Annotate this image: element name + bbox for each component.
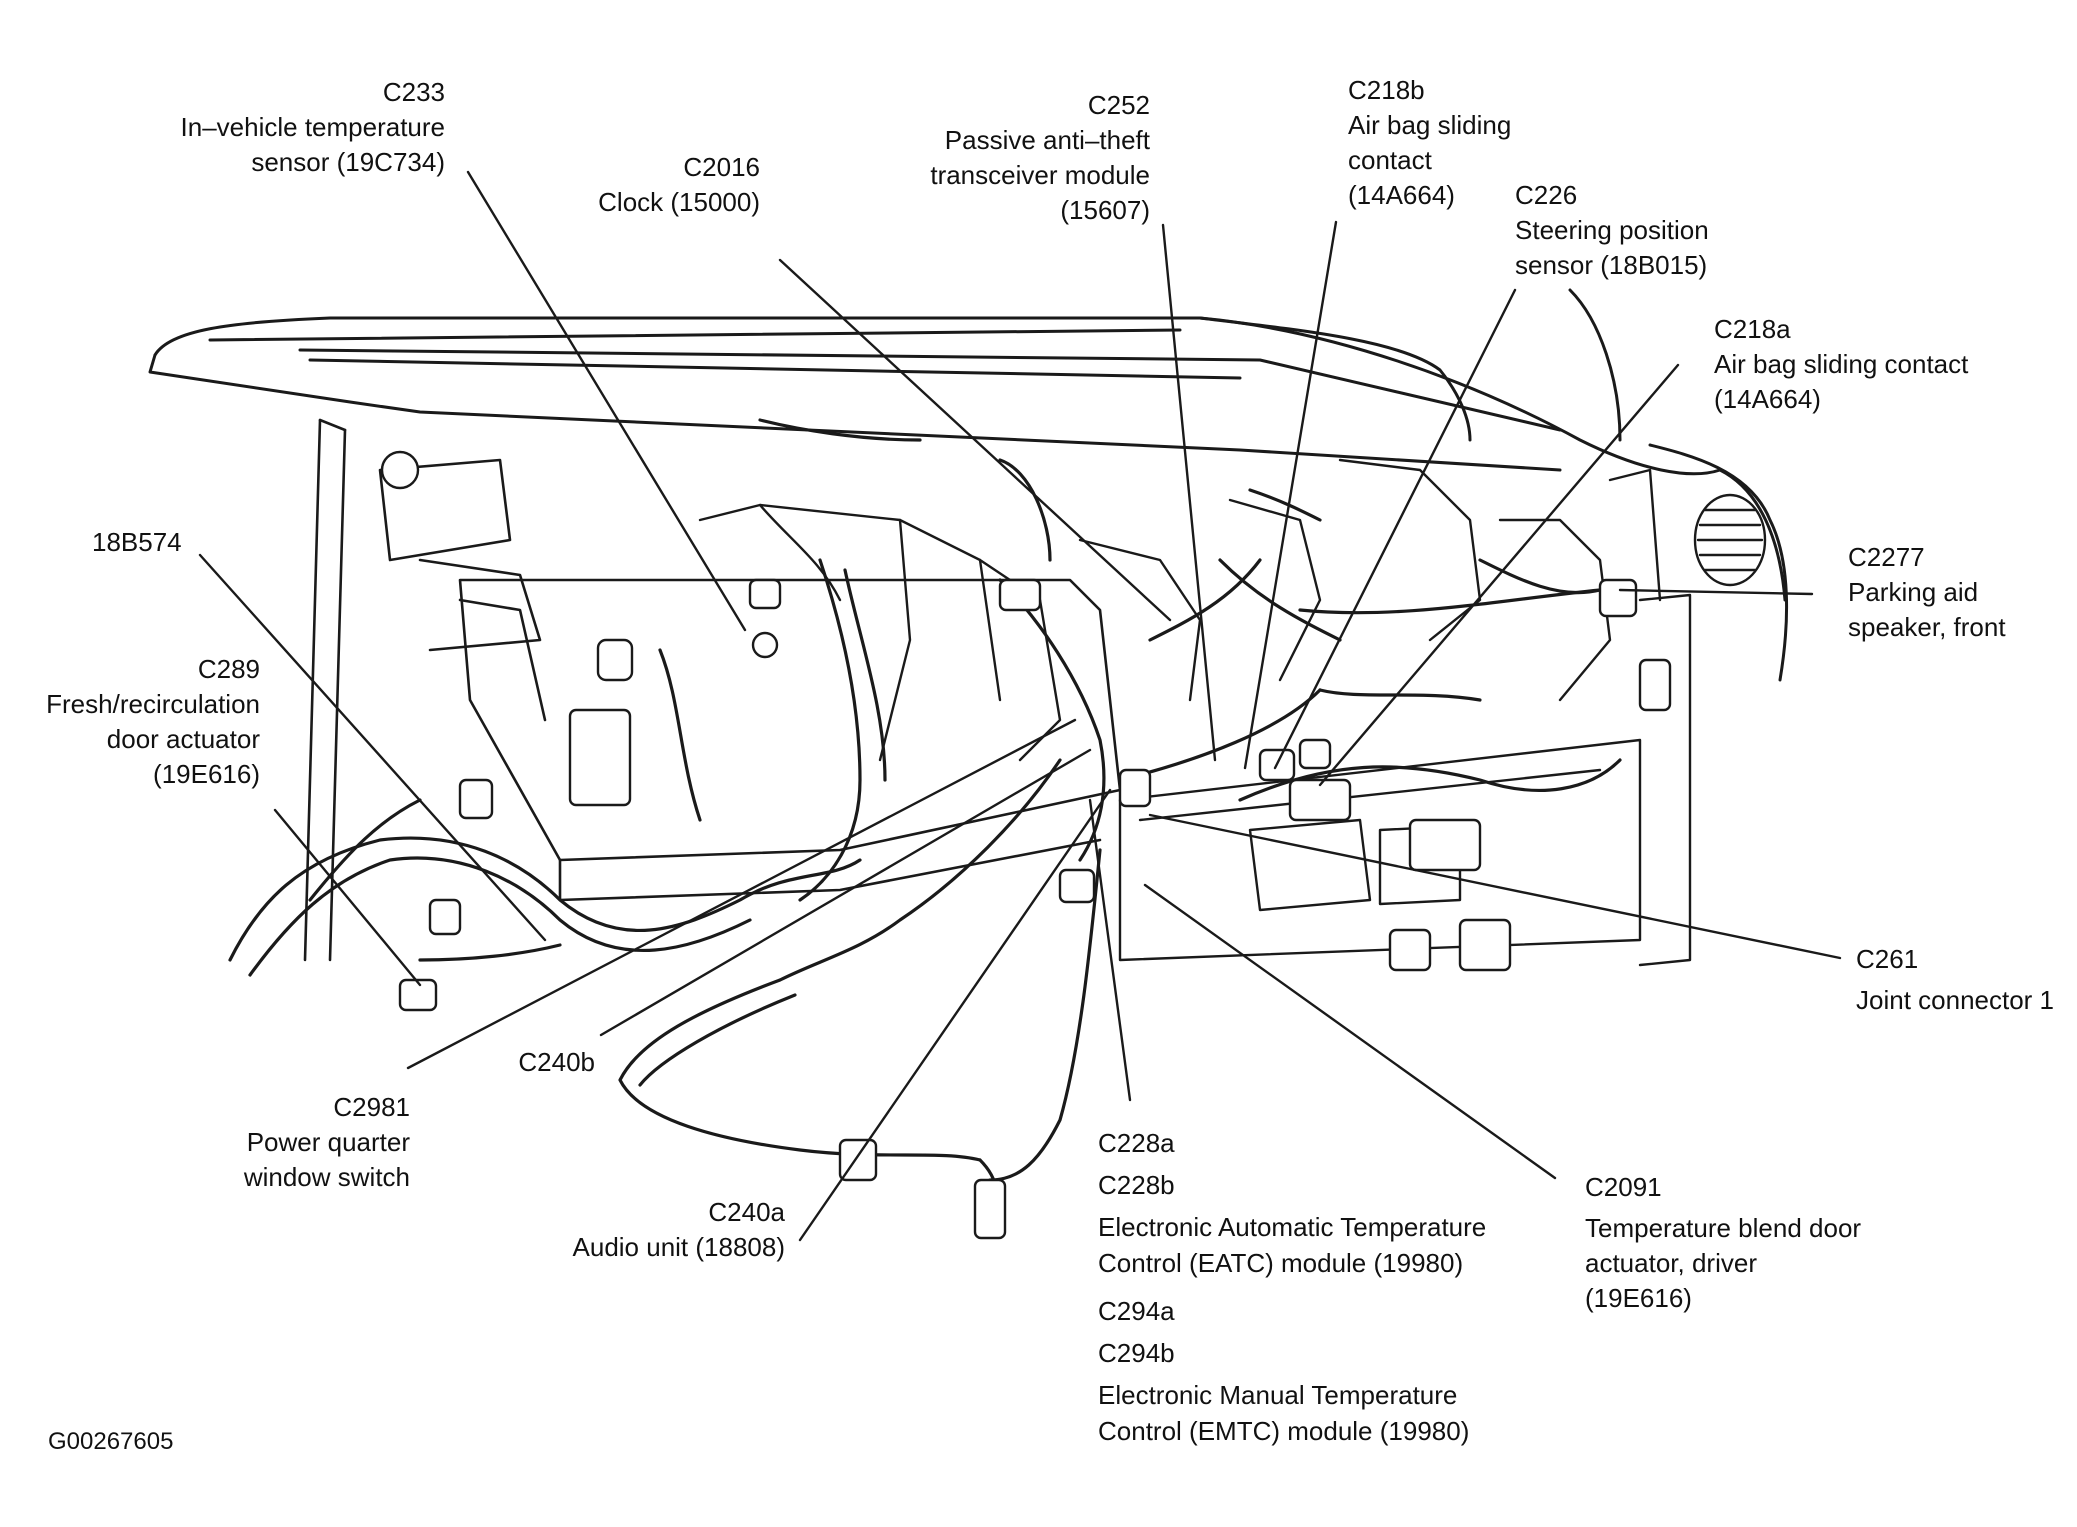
vent: [1693, 493, 1767, 587]
callout-c218b: C218b Air bag sliding contact (14A664): [1348, 73, 1568, 213]
callout-c240b: C240b: [470, 1045, 595, 1080]
connector-id: C228b: [1098, 1170, 1175, 1200]
component-name: Power quarter: [246, 1127, 410, 1157]
dash-top-panel: [148, 288, 1789, 682]
connector-id: C294a: [1098, 1296, 1175, 1326]
component-name: sensor (19C734): [251, 147, 445, 177]
connector-id: C261: [1856, 944, 1919, 974]
callout-c289: C289 Fresh/recirculation door actuator (…: [20, 652, 260, 792]
callout-c2277: C2277 Parking aid speaker, front: [1848, 540, 2048, 645]
callout-c226: C226 Steering position sensor (18B015): [1515, 178, 1755, 283]
connector-id: C228a: [1098, 1128, 1175, 1158]
component-name: Control (EMTC) module (19980): [1098, 1416, 1470, 1446]
component-name: Electronic Manual Temperature: [1098, 1380, 1458, 1410]
part-number: (19E616): [153, 759, 260, 789]
component-name: door actuator: [106, 724, 260, 754]
callout-c2016: C2016 Clock (15000): [570, 150, 760, 220]
part-number: 18B574: [92, 527, 182, 557]
callout-c233: C233 In–vehicle temperature sensor (19C7…: [170, 75, 445, 180]
callout-c240a: C240a Audio unit (18808): [550, 1195, 785, 1265]
callout-c228-c294: C228a C228b Electronic Automatic Tempera…: [1098, 1125, 1538, 1449]
component-name: Passive anti–theft: [944, 125, 1150, 155]
component-name: sensor (18B015): [1515, 250, 1708, 280]
component-name: Electronic Automatic Temperature: [1098, 1212, 1487, 1242]
component-name: Temperature blend door: [1585, 1213, 1862, 1243]
component-name: Steering position: [1515, 215, 1709, 245]
connector-id: C226: [1515, 180, 1578, 210]
callout-c2981: C2981 Power quarter window switch: [210, 1090, 410, 1195]
leader-lines: [198, 170, 1842, 1242]
component-name: Control (EATC) module (19980): [1098, 1248, 1464, 1278]
callout-c261: C261 Joint connector 1: [1856, 942, 2071, 1018]
connector-id: C252: [1087, 90, 1150, 120]
component-name: actuator, driver: [1585, 1248, 1757, 1278]
callout-c252: C252 Passive anti–theft transceiver modu…: [900, 88, 1150, 228]
part-number: (15607): [1060, 195, 1150, 225]
component-name: Audio unit (18808): [572, 1232, 785, 1262]
hvac-housing: [698, 458, 1692, 967]
connector-id: C2981: [333, 1092, 410, 1122]
figure-id: G00267605: [48, 1428, 174, 1455]
component-name: window switch: [243, 1162, 410, 1192]
component-name: Fresh/recirculation: [46, 689, 260, 719]
callout-c218a: C218a Air bag sliding contact (14A664): [1714, 312, 2034, 417]
component-name: Clock (15000): [598, 187, 760, 217]
part-number: (14A664): [1348, 180, 1455, 210]
component-name: In–vehicle temperature: [180, 112, 445, 142]
connector-id: C2016: [683, 152, 760, 182]
component-name: Air bag sliding contact: [1714, 349, 1969, 379]
part-number: (14A664): [1714, 384, 1821, 414]
connector-id: C289: [197, 654, 260, 684]
connector-id: C233: [382, 77, 445, 107]
component-name: transceiver module: [930, 160, 1150, 190]
connector-id: C294b: [1098, 1338, 1175, 1368]
component-name: Air bag sliding: [1348, 110, 1512, 140]
part-number: (19E616): [1585, 1283, 1692, 1313]
component-name: Parking aid: [1848, 577, 1979, 607]
connector-id: C240b: [518, 1047, 595, 1077]
wiring-harness: [228, 418, 1622, 1222]
callout-c2091: C2091 Temperature blend door actuator, d…: [1585, 1170, 1905, 1316]
connector-id: C240a: [708, 1197, 785, 1227]
component-name: Joint connector 1: [1856, 985, 2055, 1015]
component-name: speaker, front: [1848, 612, 2006, 642]
callout-18b574: 18B574: [92, 525, 212, 560]
connector-id: C218a: [1714, 314, 1791, 344]
component-name: contact: [1348, 145, 1432, 175]
connector-id: C2091: [1585, 1172, 1662, 1202]
connector-id: C218b: [1348, 75, 1425, 105]
connector-id: C2277: [1848, 542, 1925, 572]
